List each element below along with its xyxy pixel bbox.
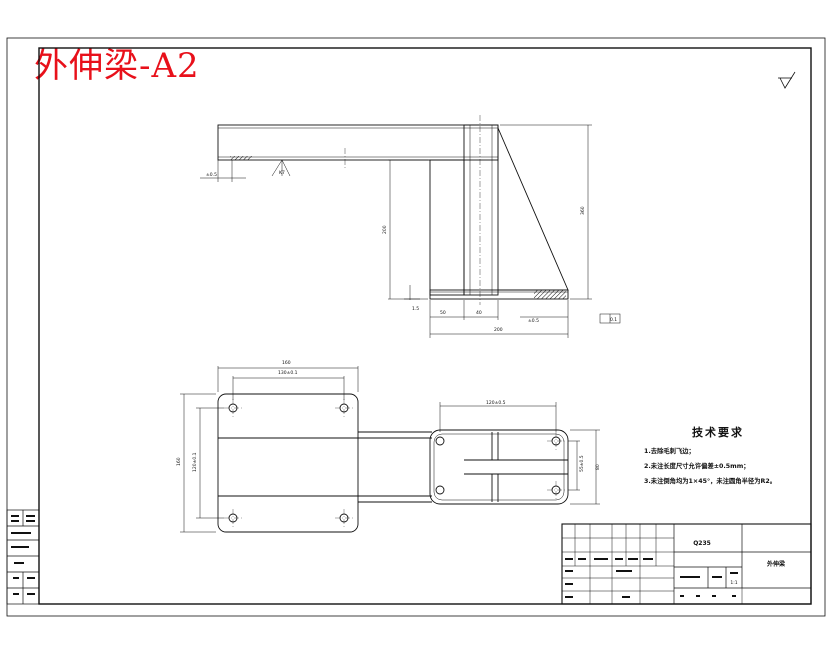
- svg-text:200: 200: [494, 327, 503, 333]
- svg-text:±0.5: ±0.5: [206, 172, 217, 178]
- top-view-dim-text: 160 130±0.1 160 120±0.1 120±0.5 55±0.5 8…: [176, 360, 601, 472]
- svg-text:160: 160: [176, 457, 182, 466]
- svg-text:1.5: 1.5: [412, 306, 419, 312]
- svg-text:120±0.1: 120±0.1: [192, 452, 198, 472]
- svg-text:55±0.5: 55±0.5: [579, 455, 585, 472]
- front-view: [217, 115, 569, 305]
- svg-text:360: 360: [580, 206, 586, 215]
- svg-text:K7: K7: [279, 170, 285, 176]
- tech-heading: 技术要求: [692, 426, 744, 439]
- hole-left-tab-top: [435, 436, 445, 446]
- top-view-centerlines: [224, 399, 565, 527]
- scale-text: 1:1: [730, 580, 737, 586]
- roughness-symbol: [778, 71, 796, 89]
- svg-text:0.1: 0.1: [610, 317, 617, 323]
- material-text: Q235: [693, 540, 711, 547]
- weld-hatch-right: [534, 290, 566, 299]
- weld-hatch-left: [230, 156, 252, 160]
- top-view-dimensions: [180, 366, 600, 533]
- title-block-marks: [565, 558, 738, 598]
- svg-text:80: 80: [595, 464, 601, 470]
- svg-text:130±0.1: 130±0.1: [278, 370, 298, 376]
- svg-text:120±0.5: 120±0.5: [486, 400, 506, 406]
- hole-left-tab-bottom: [435, 485, 445, 495]
- sheet-border: [6, 37, 826, 617]
- svg-text:200: 200: [382, 225, 388, 234]
- tech-item-1: 1.去除毛刺飞边；: [644, 448, 695, 455]
- svg-text:50: 50: [440, 310, 446, 316]
- svg-text:40: 40: [476, 310, 482, 316]
- title-block: [561, 523, 812, 605]
- tech-item-2: 2.未注长度尺寸允许偏差±0.5mm；: [644, 463, 750, 470]
- drawing-title: 外伸梁-A2: [34, 46, 200, 86]
- part-name-text: 外伸梁: [766, 560, 785, 568]
- top-view: [217, 393, 569, 533]
- tech-item-3: 3.未注倒角均为1×45°，未注圆角半径为R2。: [644, 478, 777, 485]
- svg-text:±0.5: ±0.5: [528, 318, 539, 324]
- front-view-dim-text: 360 200 200 50 40 ±0.5 ±0.5 K7 1.5 0.1: [206, 170, 617, 333]
- revision-block-marks: [11, 515, 35, 595]
- front-view-dimensions: [200, 124, 621, 338]
- technical-requirements: 技术要求 1.去除毛刺飞边； 2.未注长度尺寸允许偏差±0.5mm； 3.未注倒…: [644, 424, 814, 485]
- svg-text:160: 160: [282, 360, 291, 366]
- revision-block: [6, 509, 40, 605]
